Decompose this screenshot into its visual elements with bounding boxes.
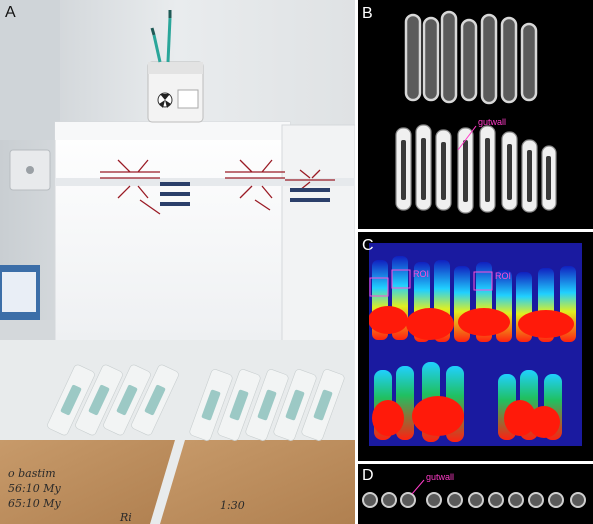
syringes: [152, 17, 172, 63]
handwriting-line-1: o bastim: [8, 467, 56, 480]
gutwall-label-d: gutwall: [426, 472, 455, 482]
cross-section-rings: [362, 492, 586, 508]
panel-label-b: B: [362, 5, 373, 22]
styrofoam-box-main: [54, 121, 291, 343]
styrofoam-box-right: [281, 124, 355, 346]
panel-b-scan: gutwall B: [358, 0, 593, 229]
handwriting-line-3: 65:10 My: [8, 497, 61, 510]
gut-cross-sections: [362, 479, 586, 508]
heatmap-image: [367, 241, 584, 448]
heatmap-frame: [367, 241, 584, 448]
lower-hotspots: [372, 396, 560, 438]
roi-boxes: [369, 269, 493, 297]
lab-photo-illustration: [0, 0, 355, 524]
handwriting-line-2: 56:10 My: [8, 482, 61, 495]
panel-label-d: D: [362, 467, 374, 484]
panel-label-c: C: [362, 237, 374, 254]
gutwall-pointer-b: [457, 125, 477, 151]
tape-band: [55, 178, 355, 186]
gutwall-label-b: gutwall: [478, 117, 507, 127]
panel-d-cross-sections: gutwall D: [358, 464, 593, 524]
red-marker-lines: [100, 159, 335, 215]
handwriting-line-4: 1:30: [220, 499, 245, 512]
window-frame: [0, 0, 60, 140]
gutwall-pointer-d: [411, 479, 425, 495]
panel-a-photo: o bastim 56:10 My 65:10 My 1:30 Ri A: [0, 0, 355, 524]
grayscale-gut-image: [395, 10, 557, 214]
wrapped-samples: [47, 364, 345, 441]
panel-c-heatmap: ROI ROI C: [358, 232, 593, 461]
lower-gut-segments: [395, 124, 557, 214]
panel-label-a: A: [5, 4, 16, 21]
box-labels: [160, 182, 330, 206]
handwriting-line-5: Ri: [120, 511, 132, 524]
cardboard-right: [160, 440, 355, 524]
roi-label-2: ROI: [495, 271, 512, 281]
cardboard-left: [0, 440, 175, 524]
upper-hotspots: [368, 306, 574, 340]
upper-gut-segments: [404, 10, 538, 105]
roi-label-1: ROI: [413, 269, 430, 279]
